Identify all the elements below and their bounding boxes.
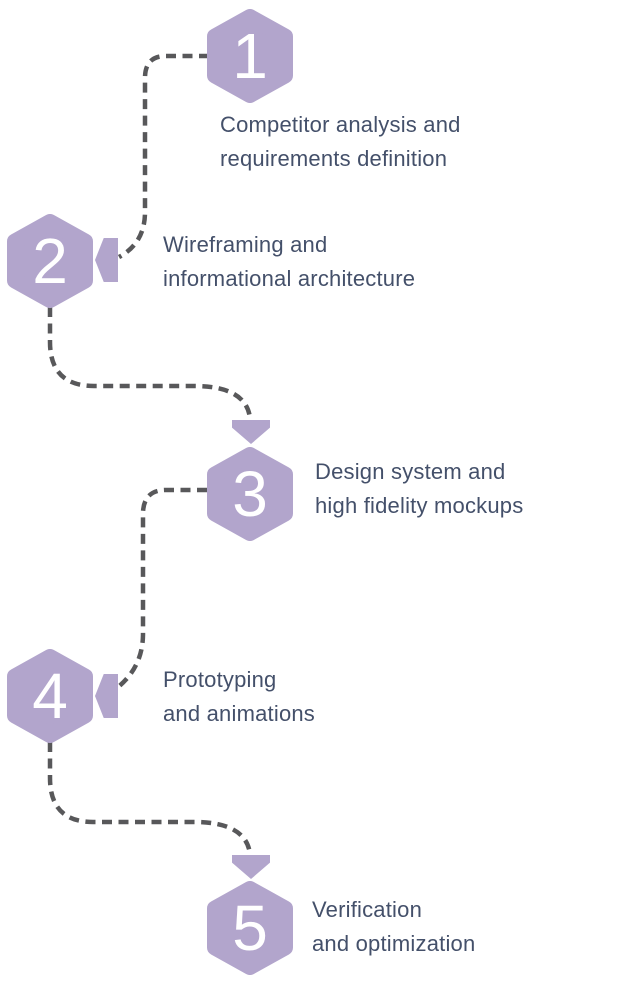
step-2-number: 2 xyxy=(32,225,68,297)
step-1-label: Competitor analysis and requirements def… xyxy=(220,108,461,176)
connector-step3-step4 xyxy=(115,487,207,690)
connector-step2-step3 xyxy=(47,307,253,419)
step-5-hexagon: 5 xyxy=(207,881,293,975)
arrow-left-icon-step-2 xyxy=(95,238,118,282)
step-1-number: 1 xyxy=(232,20,268,92)
step-3-number: 3 xyxy=(232,458,268,530)
step-3-label-line1: Design system and xyxy=(315,459,506,484)
hexagon-shape-icon xyxy=(207,881,293,975)
step-4-hexagon: 4 xyxy=(7,649,93,743)
step-5-label: Verification and optimization xyxy=(312,893,475,961)
step-1-hexagon: 1 xyxy=(207,9,293,103)
hexagon-shape-icon xyxy=(207,447,293,541)
step-4-label: Prototyping and animations xyxy=(163,663,315,731)
step-5-label-line2: and optimization xyxy=(312,931,476,956)
step-4-label-line2: and animations xyxy=(163,701,316,726)
connector-step4-step5 xyxy=(47,742,253,855)
step-2-hexagon: 2 xyxy=(7,214,93,308)
step-5-number: 5 xyxy=(232,892,268,964)
arrow-left-icon-step-4 xyxy=(95,674,118,718)
hexagon-shape-icon xyxy=(7,649,93,743)
step-3-label-line2: high fidelity mockups xyxy=(315,493,524,518)
hexagon-shape-icon xyxy=(207,9,293,103)
step-3-label: Design system and high fidelity mockups xyxy=(315,455,523,523)
step-4-label-line1: Prototyping xyxy=(163,667,277,692)
step-4-number: 4 xyxy=(32,660,68,732)
hexagon-shape-icon xyxy=(7,214,93,308)
step-5-label-line1: Verification xyxy=(312,897,423,922)
step-2-label-line1: Wireframing and xyxy=(163,232,328,257)
step-2-label: Wireframing and informational architectu… xyxy=(163,228,415,296)
connector-step1-step2 xyxy=(117,53,209,259)
step-3-hexagon: 3 xyxy=(207,447,293,541)
step-2-label-line2: informational architecture xyxy=(163,266,416,291)
step-1-label-line2: requirements definition xyxy=(220,146,448,171)
step-1-label-line1: Competitor analysis and xyxy=(220,112,461,137)
